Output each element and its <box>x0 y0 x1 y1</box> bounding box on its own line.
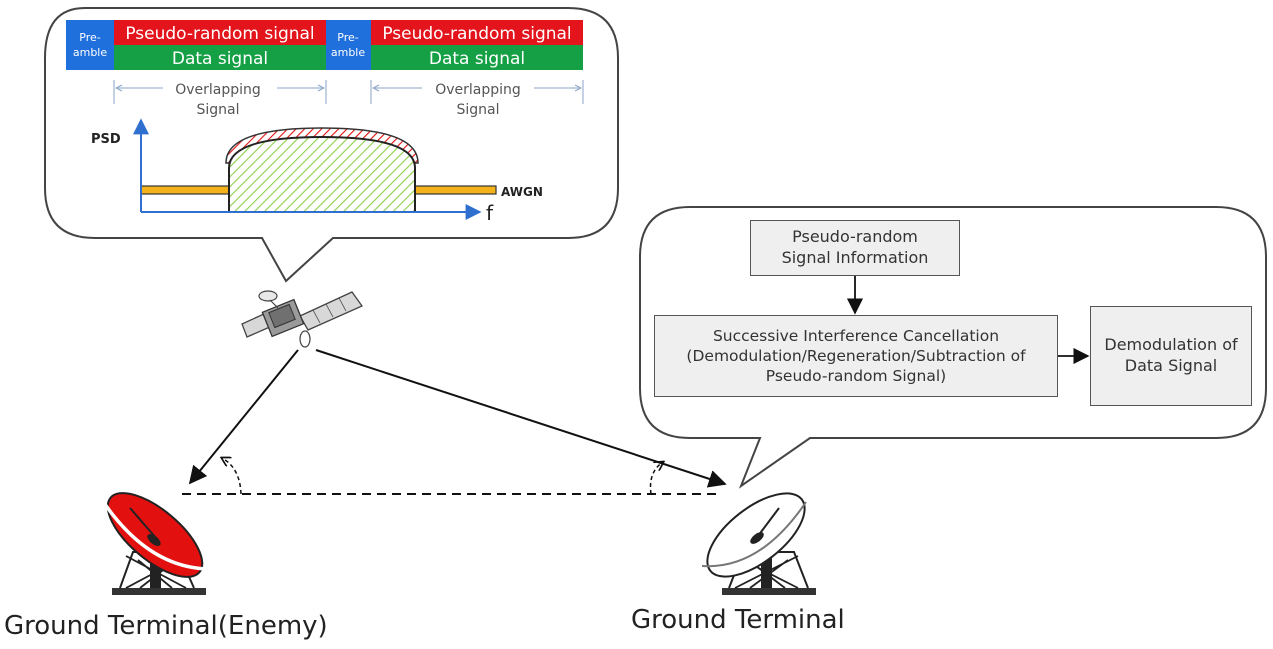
sic-box: Successive Interference Cancellation (De… <box>654 315 1058 397</box>
demod-box-line-2: Data Signal <box>1124 356 1218 375</box>
terminal-elevation-angle <box>649 462 664 495</box>
satellite-to-enemy-link <box>188 349 299 485</box>
overlap-indicator-1: Overlapping Signal <box>113 80 327 118</box>
overlap-label-1b: Signal <box>196 102 239 118</box>
preamble-block-1 <box>66 20 114 70</box>
data-signal-block-2 <box>371 45 583 70</box>
enemy-elevation-angle <box>222 458 242 495</box>
sic-box-line-1: Successive Interference Cancellation <box>712 326 1000 345</box>
psd-plot: PSD f AWGN <box>91 118 543 225</box>
demod-box-line-1: Demodulation of <box>1104 335 1238 355</box>
pseudo-random-info-box: Pseudo-random Signal Information <box>750 220 960 276</box>
demodulation-box: Demodulation of Data Signal <box>1090 306 1252 406</box>
data-signal-block-1 <box>114 45 326 70</box>
pseudo-random-label-2: Pseudo-random signal <box>382 24 571 44</box>
awgn-band-right <box>413 185 497 195</box>
info-box-line-2: Signal Information <box>781 248 929 267</box>
ground-terminal-label: Ground Terminal <box>631 605 845 635</box>
psd-y-label: PSD <box>91 132 121 147</box>
pseudo-random-label-1: Pseudo-random signal <box>125 24 314 44</box>
terminal-dish-icon <box>701 492 816 595</box>
enemy-dish-icon <box>100 492 210 595</box>
overlap-label-2b: Signal <box>456 102 499 118</box>
sic-box-line-3: Pseudo-random Signal) <box>765 367 947 386</box>
data-signal-spectrum <box>228 135 416 213</box>
preamble-label-1: Pre- <box>79 31 100 44</box>
preamble-label-1b: amble <box>73 46 107 59</box>
satellite-icon <box>241 290 363 348</box>
preamble-label-2: Pre- <box>337 31 358 44</box>
data-signal-label-1: Data signal <box>172 49 268 69</box>
overlap-label-1: Overlapping <box>175 82 261 98</box>
pseudo-random-block-2 <box>371 20 583 45</box>
overlap-label-2: Overlapping <box>435 82 521 98</box>
preamble-label-2b: amble <box>331 46 365 59</box>
overlap-indicator-2: Overlapping Signal <box>370 80 584 118</box>
sic-box-line-2: (Demodulation/Regeneration/Subtraction o… <box>686 346 1026 365</box>
enemy-terminal-label: Ground Terminal(Enemy) <box>4 611 328 641</box>
data-signal-label-2: Data signal <box>429 49 525 69</box>
info-box-line-1: Pseudo-random <box>792 227 918 247</box>
awgn-label: AWGN <box>501 185 543 199</box>
psd-x-label: f <box>486 201 494 225</box>
preamble-block-2 <box>326 20 371 70</box>
pseudo-random-block-1 <box>114 20 326 45</box>
frame-structure: Pre- amble Pseudo-random signal Data sig… <box>66 20 583 70</box>
awgn-band-left <box>140 185 232 195</box>
